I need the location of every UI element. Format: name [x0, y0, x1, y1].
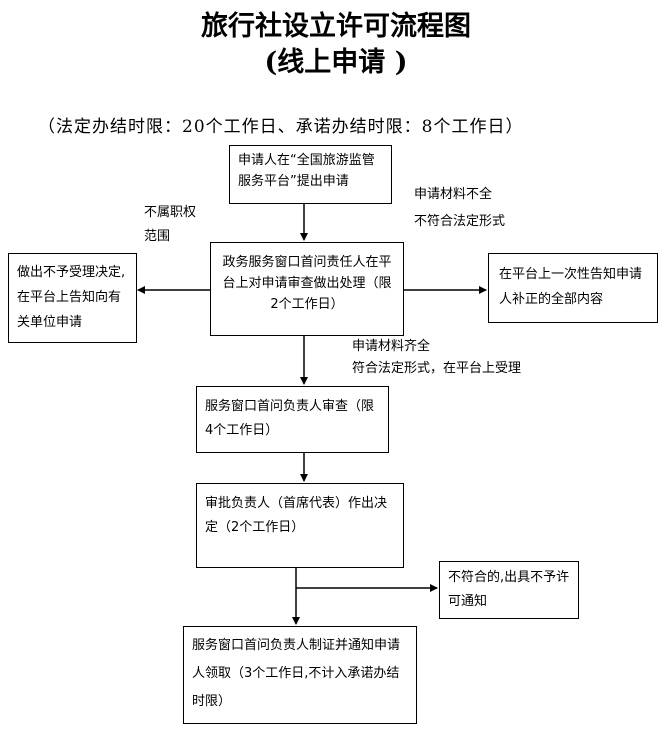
issue-box: 服务窗口首问负责人制证并通知申请人领取（3个工作日,不计入承诺办结时限） — [183, 626, 417, 724]
note-incomplete-1: 申请材料不全 — [414, 187, 493, 202]
audit-text: 服务窗口首问负责人审查（限4个工作日） — [205, 399, 375, 438]
deny-text: 不符合的,出具不予许可通知 — [448, 570, 570, 609]
decide-text: 审批负责人（首席代表）作出决定（2个工作日） — [205, 496, 388, 535]
note-complete-1: 申请材料齐全 — [352, 339, 431, 354]
decide-box: 审批负责人（首席代表）作出决定（2个工作日） — [196, 483, 404, 568]
note-incomplete-2: 不符合法定形式 — [414, 214, 506, 229]
page-subtitle: (线上申请 ) — [264, 47, 408, 78]
apply-box: 申请人在“全国旅游监管服务平台”提出申请 — [229, 145, 392, 204]
issue-text: 服务窗口首问负责人制证并通知申请人领取（3个工作日,不计入承诺办结时限） — [192, 638, 401, 709]
note-complete-2: 符合法定形式，在平台上受理 — [352, 361, 522, 376]
audit-box: 服务窗口首问负责人审查（限4个工作日） — [196, 386, 389, 453]
note-out-of-scope-1: 不属职权 — [144, 205, 197, 220]
review-box: 政务服务窗口首问责任人在平台上对申请审查做出处理（限2个工作日） — [210, 242, 404, 336]
deny-box: 不符合的,出具不予许可通知 — [439, 561, 579, 619]
note-out-of-scope-2: 范围 — [144, 229, 171, 244]
reject-text: 做出不予受理决定,在平台上告知向有关单位申请 — [17, 265, 126, 330]
notify-box: 在平台上一次性告知申请人补正的全部内容 — [488, 253, 658, 323]
notify-text: 在平台上一次性告知申请人补正的全部内容 — [499, 267, 643, 307]
reject-box: 做出不予受理决定,在平台上告知向有关单位申请 — [8, 253, 137, 343]
time-limit-note: （法定办结时限：20个工作日、承诺办结时限：8个工作日） — [38, 117, 524, 137]
review-text: 政务服务窗口首问责任人在平台上对申请审查做出处理（限2个工作日） — [222, 255, 392, 312]
page-title: 旅行社设立许可流程图 — [201, 11, 471, 42]
apply-text: 申请人在“全国旅游监管服务平台”提出申请 — [238, 153, 375, 189]
